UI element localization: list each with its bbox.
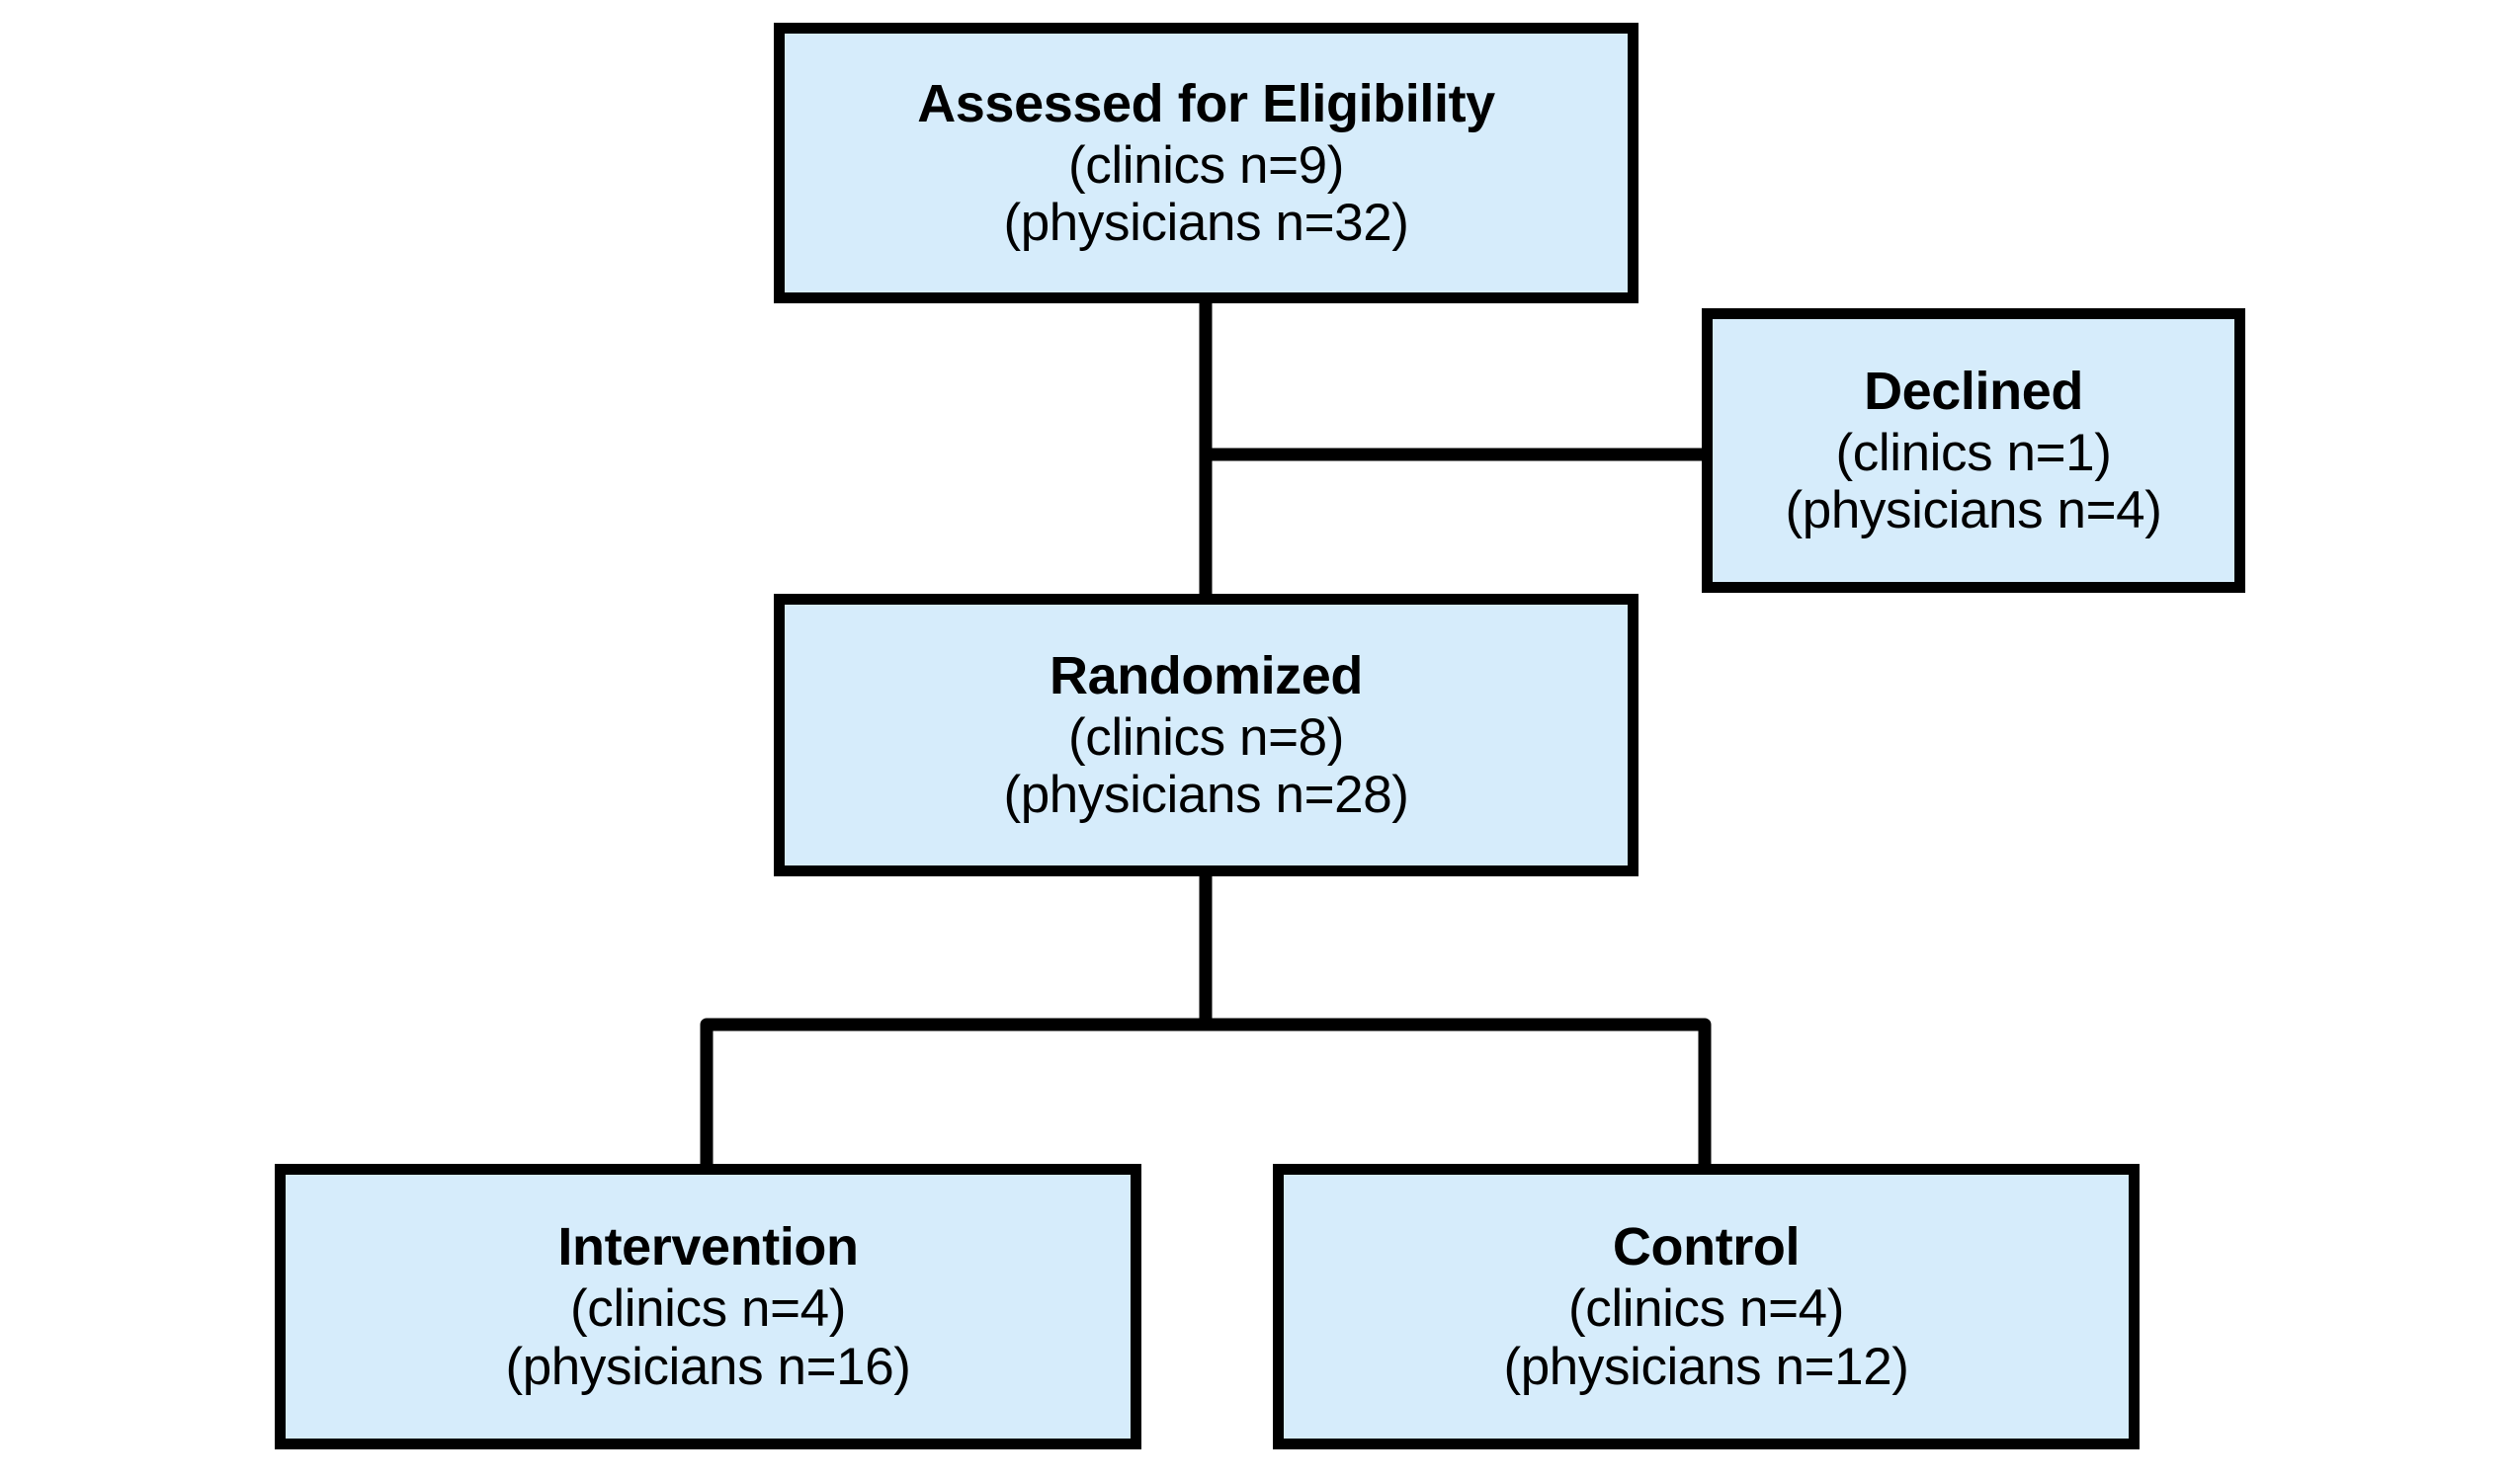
node-randomized: Randomized (clinics n=8) (physicians n=2…	[774, 594, 1638, 876]
node-assessed-for-eligibility: Assessed for Eligibility (clinics n=9) (…	[774, 23, 1638, 303]
node-control-physicians: (physicians n=12)	[1503, 1337, 1909, 1396]
node-control-title: Control	[1612, 1217, 1801, 1277]
node-declined-clinics: (clinics n=1)	[1835, 423, 2112, 482]
node-declined-title: Declined	[1864, 361, 2083, 421]
node-control-clinics: (clinics n=4)	[1567, 1279, 1845, 1339]
node-declined-physicians: (physicians n=4)	[1785, 481, 2162, 540]
node-assessed-title: Assessed for Eligibility	[917, 73, 1495, 133]
node-assessed-clinics: (clinics n=9)	[1067, 135, 1345, 195]
node-randomized-clinics: (clinics n=8)	[1067, 707, 1345, 767]
node-intervention-clinics: (clinics n=4)	[569, 1279, 847, 1339]
node-intervention-physicians: (physicians n=16)	[505, 1337, 911, 1396]
connector-randomized-split	[700, 1018, 1712, 1168]
node-control: Control (clinics n=4) (physicians n=12)	[1273, 1164, 2140, 1449]
node-declined: Declined (clinics n=1) (physicians n=4)	[1702, 308, 2245, 593]
node-randomized-title: Randomized	[1049, 645, 1364, 705]
node-randomized-physicians: (physicians n=28)	[1003, 766, 1409, 825]
node-intervention-title: Intervention	[557, 1217, 859, 1277]
node-assessed-physicians: (physicians n=32)	[1003, 194, 1409, 253]
node-intervention: Intervention (clinics n=4) (physicians n…	[275, 1164, 1141, 1449]
